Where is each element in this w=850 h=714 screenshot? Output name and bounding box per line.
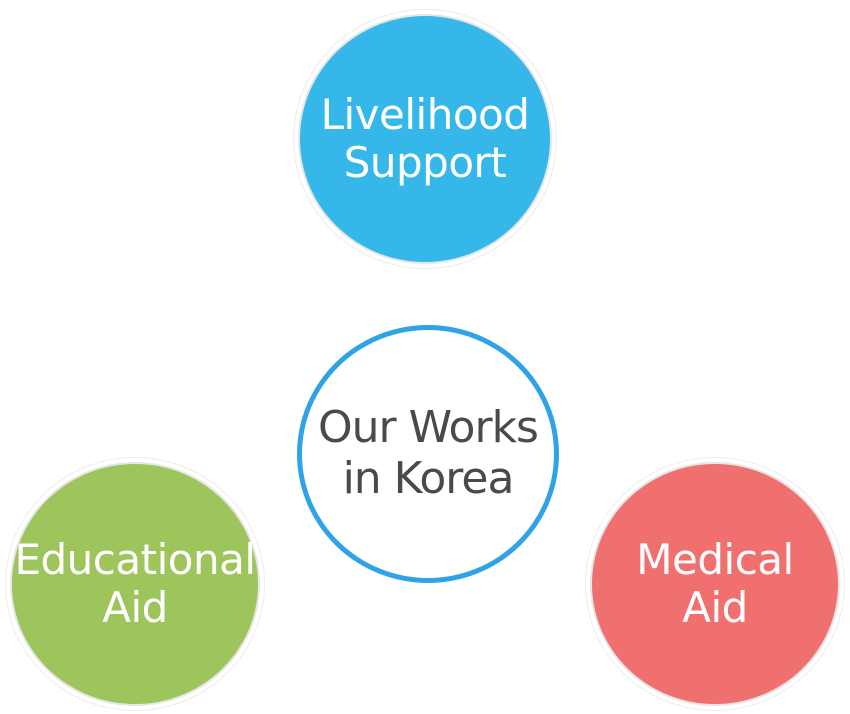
medical-aid-label-line-1: Medical — [636, 534, 794, 584]
medical-aid-node: Medical Aid — [592, 464, 838, 704]
educational-aid-node: Educational Aid — [12, 464, 258, 704]
center-label-line-1: Our Works — [318, 402, 539, 454]
educational-aid-label-line-1: Educational — [14, 534, 256, 584]
livelihood-support-label-line-2: Support — [343, 138, 507, 187]
medical-aid-label-line-2: Aid — [682, 583, 748, 632]
our-works-in-korea-node: Our Works in Korea — [297, 325, 559, 583]
livelihood-support-label-line-1: Livelihood — [320, 89, 530, 139]
livelihood-support-node: Livelihood Support — [300, 16, 550, 262]
educational-aid-label-line-2: Aid — [102, 583, 168, 632]
center-label-line-2: in Korea — [342, 453, 515, 504]
